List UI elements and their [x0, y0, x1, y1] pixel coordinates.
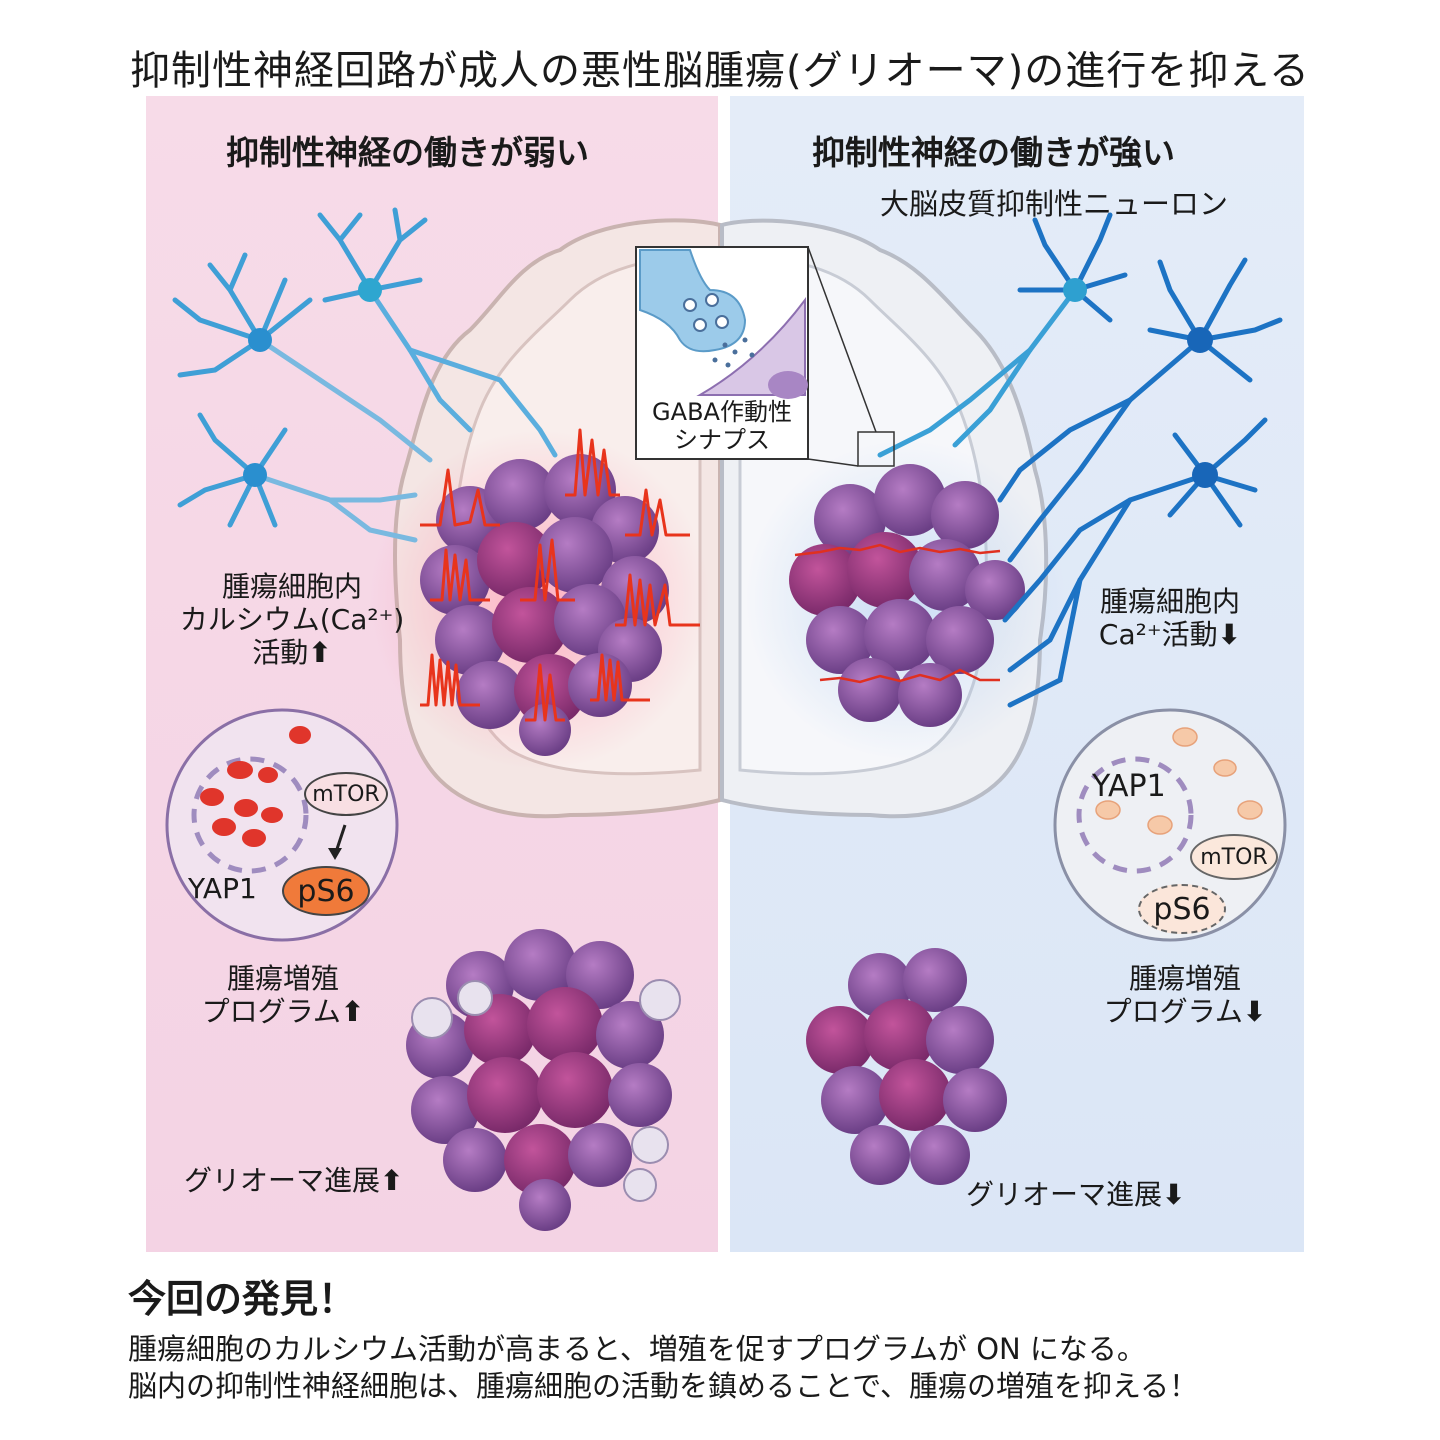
right-calcium-label: 腫瘍細胞内 Ca²⁺活動⬇: [1080, 585, 1260, 651]
right-calcium-line2: Ca²⁺活動: [1098, 618, 1218, 651]
left-yap1-label: YAP1: [188, 872, 257, 905]
right-calcium-line1: 腫瘍細胞内: [1099, 585, 1240, 618]
immune-cells: [411, 979, 681, 1202]
right-proliferation-line1: 腫瘍増殖: [1128, 962, 1241, 995]
left-proliferation-label: 腫瘍増殖 プログラム⬆: [188, 962, 378, 1028]
right-neuron-somas: [1063, 278, 1218, 488]
left-ps6-bubble: pS6: [282, 866, 370, 916]
right-small-tumor-mass: [806, 948, 1007, 1185]
down-arrow-icon: ⬇: [1217, 618, 1242, 651]
left-mtor-bubble: mTOR: [304, 772, 388, 816]
calcium-trace-low: [794, 543, 1001, 684]
left-inhibitory-neurons: [172, 207, 558, 543]
left-calcium-label: 腫瘍細胞内 カルシウム(Ca²⁺) 活動⬆: [172, 570, 412, 669]
page-title: 抑制性神経回路が成人の悪性脳腫瘍(グリオーマ)の進行を抑える: [129, 48, 1310, 94]
left-large-tumor-mass: [406, 929, 672, 1231]
up-arrow-icon: ⬆: [380, 1164, 404, 1197]
synapse-label-line2: シナプス: [674, 426, 770, 454]
down-arrow-icon: ⬇: [1162, 1178, 1186, 1211]
left-heading: 抑制性神経の働きが弱い: [226, 133, 589, 172]
left-progression-label: グリオーマ進展⬆: [184, 1164, 403, 1197]
left-proliferation-line2: プログラム: [201, 995, 341, 1028]
right-yap1-label: YAP1: [1092, 769, 1166, 804]
calcium-spikes-high: [420, 428, 700, 722]
gaba-synapse-illustration: [639, 249, 808, 399]
left-proliferation-line1: 腫瘍増殖: [226, 962, 339, 995]
yap1-inactive-molecules: [1095, 727, 1263, 835]
right-ps6-label: pS6: [1153, 891, 1211, 927]
up-arrow-icon: ⬆: [308, 636, 332, 669]
finding-line-2: 脳内の抑制性神経細胞は、腫瘍細胞の活動を鎮めることで、腫瘍の増殖を抑える！: [128, 1369, 1199, 1403]
left-neuron-somas: [243, 278, 382, 487]
right-heading: 抑制性神経の働きが強い: [812, 133, 1175, 172]
right-proliferation-label: 腫瘍増殖 プログラム⬇: [1090, 962, 1280, 1028]
right-inhibitory-neurons: [877, 212, 1283, 708]
left-ps6-label: pS6: [297, 873, 355, 909]
right-ps6-bubble: pS6: [1138, 884, 1226, 934]
right-progression-text: グリオーマ進展: [966, 1178, 1163, 1211]
left-calcium-line2: カルシウム(Ca²⁺): [179, 603, 405, 636]
left-nucleus-diagram: [165, 708, 399, 942]
right-proliferation-line2: プログラム: [1103, 995, 1243, 1028]
left-progression-text: グリオーマ進展: [184, 1164, 381, 1197]
left-calcium-line3: 活動: [252, 636, 309, 669]
right-progression-label: グリオーマ進展⬇: [966, 1178, 1185, 1211]
left-mtor-label: mTOR: [312, 781, 380, 807]
up-arrow-icon: ⬆: [340, 995, 365, 1028]
synapse-label-line1: GABA作動性: [652, 398, 792, 426]
left-calcium-line1: 腫瘍細胞内: [221, 570, 362, 603]
yap1-active-molecules: [200, 726, 311, 847]
down-arrow-icon: ⬇: [1242, 995, 1267, 1028]
right-mtor-label: mTOR: [1200, 844, 1268, 870]
synapse-inset-label: GABA作動性 シナプス: [637, 398, 807, 454]
finding-line-1: 腫瘍細胞のカルシウム活動が高まると、増殖を促すプログラムが ON になる。: [128, 1332, 1146, 1366]
neuron-label: 大脳皮質抑制性ニューロン: [880, 187, 1229, 221]
finding-title: 今回の発見！: [128, 1277, 357, 1321]
right-mtor-bubble: mTOR: [1190, 834, 1278, 880]
